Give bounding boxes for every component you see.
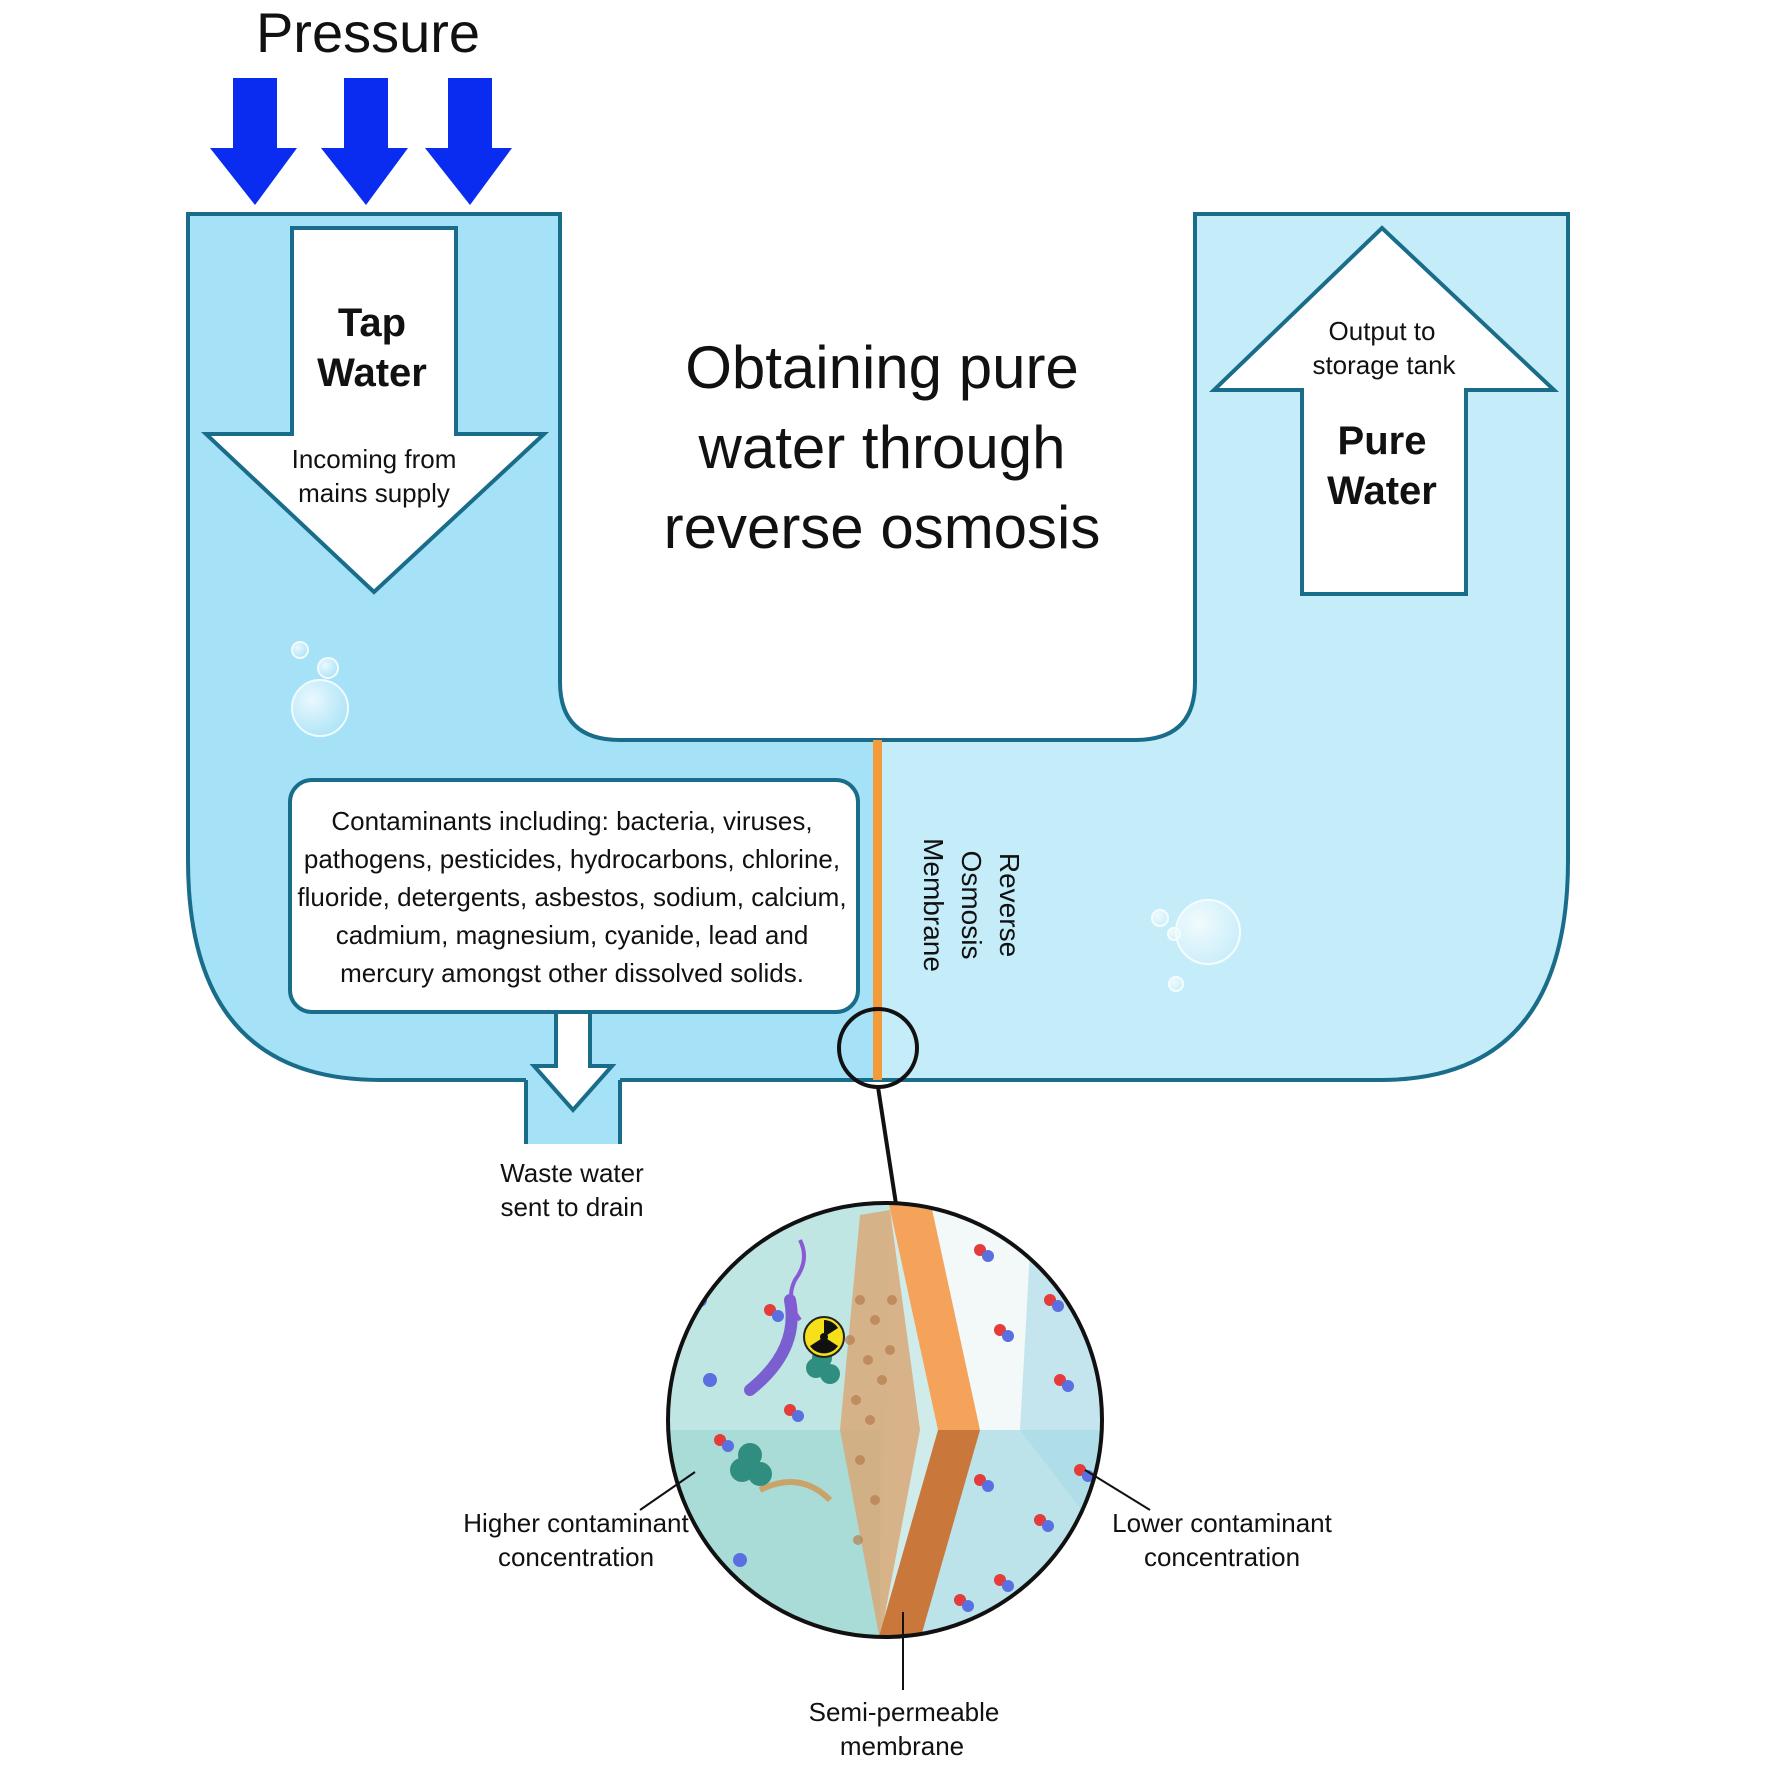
tap-water-sublabel: mains supply xyxy=(298,478,450,508)
svg-text:Osmosis: Osmosis xyxy=(956,851,987,960)
tap-water-sublabel: Incoming from xyxy=(292,444,457,474)
lower-concentration-label: Lower contaminant xyxy=(1112,1508,1332,1538)
diagram-title: Obtaining pure xyxy=(685,334,1079,401)
tap-water-label: Tap xyxy=(338,301,406,345)
pure-water-sublabel: storage tank xyxy=(1312,350,1456,380)
svg-text:Membrane: Membrane xyxy=(918,838,949,972)
svg-text:Reverse: Reverse xyxy=(994,853,1025,957)
pressure-arrow-icon xyxy=(210,78,297,205)
membrane-zoom-view xyxy=(668,1203,1102,1637)
pure-water-label: Water xyxy=(1327,469,1437,513)
contaminants-text: cadmium, magnesium, cyanide, lead and xyxy=(336,920,809,950)
contaminants-text: Contaminants including: bacteria, viruse… xyxy=(331,806,812,836)
magnifier-connector xyxy=(876,1086,898,1205)
radiation-icon xyxy=(803,1316,845,1358)
bubble-icon xyxy=(291,641,1241,992)
pure-water-label: Pure xyxy=(1338,419,1427,463)
virus-icon xyxy=(730,1348,840,1486)
higher-concentration-label: Higher contaminant xyxy=(463,1508,689,1538)
lower-concentration-label: concentration xyxy=(1144,1542,1300,1572)
diagram-title: water through xyxy=(698,414,1066,481)
semi-permeable-label: Semi-permeable xyxy=(809,1697,1000,1727)
bacteria-icon xyxy=(744,1294,833,1503)
waste-label: sent to drain xyxy=(500,1192,643,1222)
pressure-arrow-icon xyxy=(425,78,512,205)
waste-label: Waste water xyxy=(500,1158,644,1188)
contaminants-text: fluoride, detergents, asbestos, sodium, … xyxy=(297,882,846,912)
zoom-circle-border xyxy=(666,1201,1104,1639)
membrane-label: Reverse Osmosis Membrane xyxy=(918,838,1025,972)
pressure-arrows xyxy=(210,78,512,205)
higher-concentration-label: concentration xyxy=(498,1542,654,1572)
contaminants-text: pathogens, pesticides, hydrocarbons, chl… xyxy=(304,844,840,874)
waste-arrow-icon xyxy=(529,1010,617,1114)
contaminants-text: mercury amongst other dissolved solids. xyxy=(340,958,804,988)
pressure-label: Pressure xyxy=(256,1,480,64)
water-molecule-icon xyxy=(693,1244,1094,1612)
reverse-osmosis-membrane xyxy=(873,740,882,1080)
pure-water-sublabel: Output to xyxy=(1329,316,1436,346)
pure-water-arrow-icon xyxy=(1209,225,1560,596)
tap-water-label: Water xyxy=(317,351,427,395)
tap-water-arrow-icon xyxy=(200,226,550,595)
pressure-arrow-icon xyxy=(321,78,408,205)
semi-permeable-label: membrane xyxy=(840,1731,964,1761)
diagram-title: reverse osmosis xyxy=(664,494,1101,561)
